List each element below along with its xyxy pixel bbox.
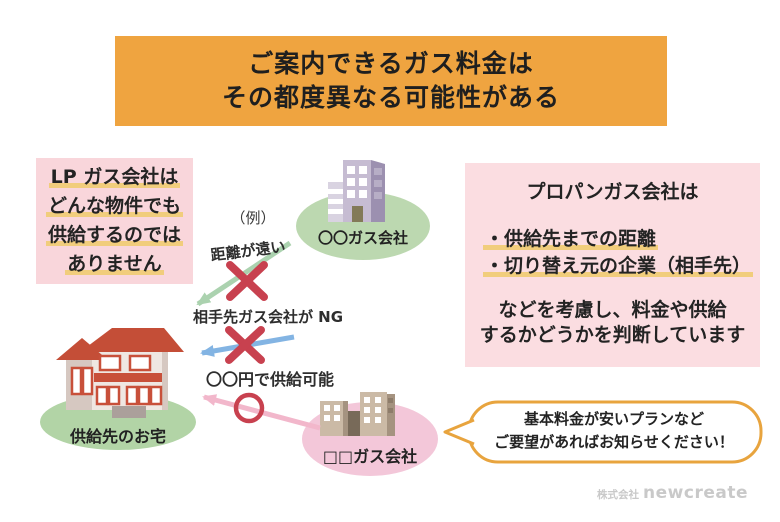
example-label: （例）: [230, 209, 276, 227]
x-mark-ng: [225, 326, 265, 364]
arrow-label-ng: 相手先ガス会社が NG: [192, 308, 344, 326]
right-note-conclusion-line2: するかどうかを判断しています: [479, 324, 746, 346]
speech-bubble-line2: ご要望があればお知らせください！: [494, 433, 734, 451]
x-mark-distance: [226, 261, 268, 301]
speech-bubble-line1: 基本料金が安いプランなど: [523, 410, 704, 428]
right-note-title: プロパンガス会社は: [526, 181, 699, 203]
arrow-ok: [202, 394, 321, 431]
left-note-line: ありません: [65, 253, 164, 275]
company-b-buildings-icon: [320, 392, 395, 436]
speech-bubble-text: 基本料金が安いプランなど ご要望があればお知らせください！: [470, 408, 758, 454]
left-note-line: どんな物件でも: [45, 195, 183, 217]
header-banner: ご案内できるガス料金は その都度異なる可能性がある: [115, 36, 667, 126]
ok-circle-mark: [233, 392, 265, 424]
company-a-label: 〇〇ガス会社: [317, 229, 408, 247]
branding-company-prefix: 株式会社: [597, 489, 640, 501]
left-note-box: LP ガス会社は どんな物件でも 供給するのでは ありません: [36, 158, 193, 284]
speech-bubble-tail: [443, 418, 475, 446]
office-building-icon: [328, 160, 385, 222]
branding-name: newcreate: [643, 483, 748, 503]
header-title-line2: その都度異なる可能性がある: [221, 83, 560, 112]
right-note-bullet: ・切り替え元の企業（相手先）: [483, 255, 754, 277]
speech-bubble: [443, 400, 763, 464]
arrow-ng: [200, 334, 295, 357]
right-note-bullet: ・供給先までの距離: [483, 228, 659, 250]
arrow-label-price: 〇〇円で供給可能: [205, 370, 334, 389]
arrow-label-distance: 距離が遠い: [209, 237, 287, 265]
house-icon: [56, 328, 184, 418]
left-note-line: LP ガス会社は: [48, 166, 181, 188]
right-note-conclusion-line1: などを考慮し、料金や供給: [498, 299, 727, 321]
right-note-box: プロパンガス会社は ・供給先までの距離 ・切り替え元の企業（相手先） などを考慮…: [465, 163, 760, 367]
left-note-line: 供給するのでは: [45, 224, 183, 246]
header-title-line1: ご案内できるガス料金は: [248, 49, 534, 78]
company-b-label: □□ガス会社: [322, 447, 418, 466]
home-label: 供給先のお宅: [69, 427, 166, 446]
